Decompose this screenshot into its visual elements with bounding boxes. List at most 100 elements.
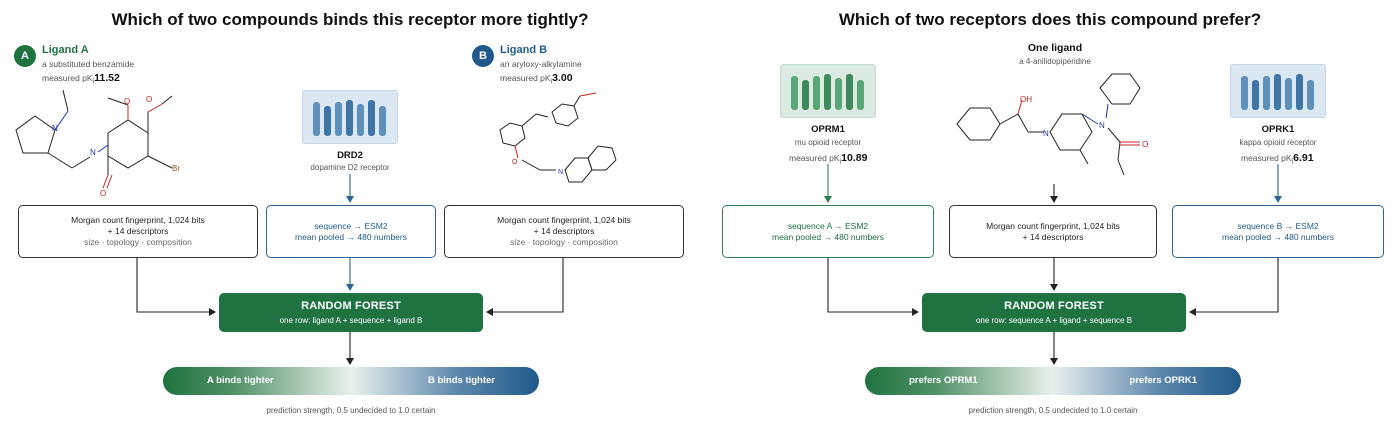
ligand-b-subtitle: an aryloxy-alkylamine <box>500 59 582 69</box>
atom-label: N <box>558 169 563 176</box>
ligand-a-pk-value: 11.52 <box>94 72 120 84</box>
ligand-b-atom-labels: O N <box>512 159 563 176</box>
helix-bar <box>1263 76 1270 110</box>
helix-bar <box>846 74 853 110</box>
helix-bar <box>313 102 320 136</box>
helix-bar <box>802 80 809 110</box>
helix-bar <box>1274 74 1281 110</box>
one-ligand-subtitle: a 4-anilidopiperidine <box>1019 57 1091 66</box>
ligand-a-pk: measured pKi11.52 <box>42 72 120 86</box>
prediction-bar-right: prefers OPRM1 prefers OPRK1 <box>865 367 1241 395</box>
pk-label: measured pK <box>42 73 93 83</box>
arrow-ligand-a-to-rf <box>136 258 216 316</box>
atom-label: N <box>90 148 96 157</box>
box-line: sequence B → ESM2 <box>1237 220 1319 231</box>
box-line: + 14 descriptors <box>533 226 595 236</box>
random-forest-subtitle: one row: sequence A + ligand + sequence … <box>975 316 1133 325</box>
helix-bar <box>824 74 831 110</box>
random-forest-box-left: RANDOM FOREST one row: ligand A + sequen… <box>219 293 483 332</box>
helix-bar <box>357 104 364 136</box>
helix-bar <box>813 76 820 110</box>
pk-label: measured pK <box>1241 153 1292 163</box>
atom-label: N <box>52 124 58 133</box>
pk-label: measured pK <box>500 73 551 83</box>
helix-bundle-icon <box>1239 74 1319 110</box>
oprm1-receptor-card <box>780 64 876 118</box>
arrow-seq-a-to-rf <box>827 258 919 316</box>
drd2-name: DRD2 <box>337 150 363 161</box>
box-line: + 14 descriptors <box>107 226 169 236</box>
helix-bar <box>324 106 331 136</box>
ligand-a-structure <box>15 89 173 189</box>
prediction-caption-left: prediction strength, 0.5 undecided to 1.… <box>266 406 436 415</box>
box-line: mean pooled → 480 numbers <box>772 231 884 242</box>
ligand-a-atom-labels: N N O O O Br <box>52 95 180 198</box>
ligand-b-name: Ligand B <box>500 44 548 56</box>
anilidopiperidine-structure <box>956 73 1141 176</box>
atom-label: N <box>1043 129 1049 138</box>
atom-label: O <box>512 159 518 166</box>
ligand-b-badge: B <box>472 45 494 67</box>
box-line: Morgan count fingerprint, 1,024 bits <box>497 215 631 225</box>
helix-bar <box>1307 80 1314 110</box>
helix-bar <box>368 100 375 136</box>
bar-label-right: B binds tighter <box>427 375 495 386</box>
sequence-esm2-box: sequence → ESM2 mean pooled → 480 number… <box>266 205 436 258</box>
box-line: size · topology · composition <box>510 237 618 247</box>
helix-bar <box>1285 78 1292 110</box>
drd2-subtitle: dopamine D2 receptor <box>310 163 390 172</box>
arrow-seq-b-to-rf <box>1189 258 1279 316</box>
right-panel-title: Which of two receptors does this compoun… <box>838 10 1262 29</box>
random-forest-subtitle: one row: ligand A + sequence + ligand B <box>279 316 423 325</box>
ligand-a-name: Ligand A <box>42 44 89 56</box>
box-line: mean pooled → 480 numbers <box>295 231 407 242</box>
helix-bar <box>835 78 842 110</box>
pk-subscript: i <box>550 77 553 86</box>
random-forest-box-right: RANDOM FOREST one row: sequence A + liga… <box>922 293 1186 332</box>
helix-bar <box>1296 74 1303 110</box>
box-line: Morgan count fingerprint, 1,024 bits <box>71 215 205 225</box>
pk-subscript: i <box>839 157 842 166</box>
atom-label: O <box>124 97 130 106</box>
atom-label: OH <box>1020 95 1032 104</box>
ligand-b-fingerprint-box: Morgan count fingerprint, 1,024 bits + 1… <box>444 205 684 258</box>
helix-bar <box>1252 80 1259 110</box>
ligand-a-fingerprint-box: Morgan count fingerprint, 1,024 bits + 1… <box>18 205 258 258</box>
helix-bar <box>1241 76 1248 110</box>
oprk1-name: OPRK1 <box>1261 124 1295 135</box>
left-flow-arrows <box>136 174 564 365</box>
ligand-b-structure <box>499 92 617 183</box>
helix-bar <box>791 76 798 110</box>
ligand-a-subtitle: a substituted benzamide <box>42 59 135 69</box>
random-forest-title: RANDOM FOREST <box>301 300 401 312</box>
helix-bar <box>346 100 353 136</box>
prediction-caption-right: prediction strength, 0.5 undecided to 1.… <box>968 406 1138 415</box>
pk-subscript: i <box>92 77 95 86</box>
anilidopiperidine-atom-labels: OH N N O <box>1020 95 1148 149</box>
left-panel-title: Which of two compounds binds this recept… <box>111 10 589 29</box>
ligand-b-pk-value: 3.00 <box>552 72 573 84</box>
one-ligand-name: One ligand <box>1027 42 1083 54</box>
oprk1-pk-value: 6.91 <box>1293 152 1314 164</box>
atom-label: O <box>100 189 106 198</box>
atom-label: Br <box>172 164 180 173</box>
arrow-ligand-b-to-rf <box>486 258 564 316</box>
ligand-fingerprint-box: Morgan count fingerprint, 1,024 bits + 1… <box>949 205 1157 258</box>
helix-bar <box>335 102 342 136</box>
oprm1-pk-value: 10.89 <box>841 152 868 164</box>
helix-bundle-icon <box>311 100 391 136</box>
oprm1-subtitle: mu opioid receptor <box>794 138 862 147</box>
oprk1-subtitle: kappa opioid receptor <box>1239 138 1317 147</box>
helix-bar <box>857 80 864 110</box>
bar-label-left: prefers OPRM1 <box>909 375 978 386</box>
box-line: Morgan count fingerprint, 1,024 bits <box>986 220 1120 231</box>
helix-bar <box>379 106 386 136</box>
bar-label-left: A binds tighter <box>207 375 274 386</box>
bar-label-right: prefers OPRK1 <box>1129 375 1197 386</box>
helix-bundle-icon <box>789 74 869 110</box>
pk-label: measured pK <box>789 153 840 163</box>
oprm1-name: OPRM1 <box>811 124 845 135</box>
random-forest-title: RANDOM FOREST <box>1004 300 1104 312</box>
pk-subscript: i <box>1291 157 1294 166</box>
atom-label: N <box>1099 121 1105 130</box>
